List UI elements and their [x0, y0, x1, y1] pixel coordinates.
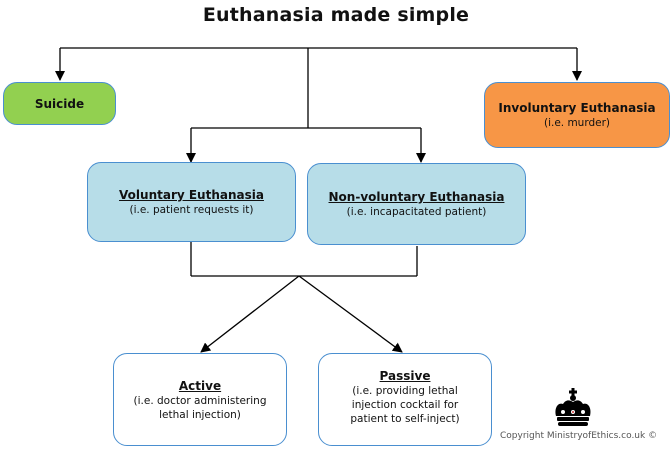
node-suicide-label: Suicide	[34, 96, 85, 111]
node-involuntary-label: Involuntary Euthanasia	[498, 101, 656, 115]
arrow-to-active	[200, 275, 300, 353]
node-passive: Passive (i.e. providing lethal injection…	[318, 353, 492, 446]
node-suicide: Suicide	[3, 82, 116, 125]
node-passive-sub-3: patient to self-inject)	[350, 413, 460, 425]
node-involuntary-sub: (i.e. murder)	[543, 117, 611, 129]
node-voluntary-euthanasia: Voluntary Euthanasia (i.e. patient reque…	[87, 162, 296, 242]
copyright-text: Copyright MinistryofEthics.co.uk ©	[500, 431, 658, 441]
node-passive-label: Passive	[379, 369, 431, 383]
node-active: Active (i.e. doctor administering lethal…	[113, 353, 287, 446]
node-passive-sub-1: (i.e. providing lethal	[352, 385, 458, 397]
node-active-sub-1: (i.e. doctor administering	[133, 394, 267, 407]
diagram-title: Euthanasia made simple	[202, 4, 470, 26]
node-nonvoluntary-sub: (i.e. incapacitated patient)	[346, 206, 487, 218]
node-nonvoluntary-label: Non-voluntary Euthanasia	[328, 190, 505, 204]
node-involuntary-euthanasia: Involuntary Euthanasia (i.e. murder)	[484, 82, 670, 148]
node-nonvoluntary-euthanasia: Non-voluntary Euthanasia (i.e. incapacit…	[307, 163, 526, 245]
crown-icon	[555, 388, 591, 426]
node-voluntary-label: Voluntary Euthanasia	[119, 188, 264, 202]
node-active-sub-2: lethal injection)	[159, 408, 241, 421]
node-voluntary-sub: (i.e. patient requests it)	[129, 204, 254, 216]
node-active-label: Active	[178, 378, 222, 393]
node-passive-sub-2: injection cocktail for	[351, 399, 459, 411]
arrow-to-passive	[298, 275, 403, 353]
